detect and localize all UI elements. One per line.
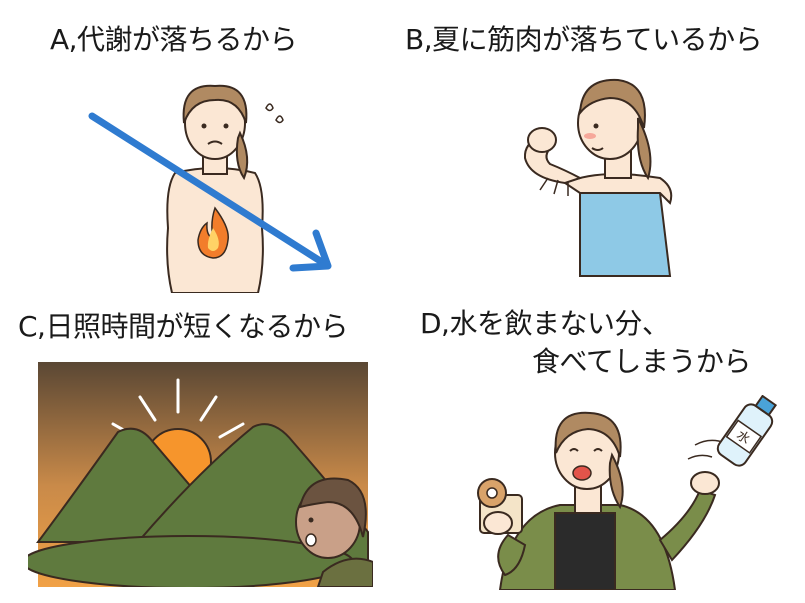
- woman-shoulder: [316, 557, 373, 587]
- woman-hair: [554, 411, 622, 458]
- woman-hair: [298, 477, 367, 538]
- woman-hair: [182, 84, 248, 124]
- black-top: [554, 512, 616, 590]
- caption-c: C,日照時間が短くなるから: [18, 310, 348, 343]
- illustration-eating: 水: [477, 395, 778, 590]
- down-arrow: [88, 112, 329, 268]
- water-bottle-icon: 水: [716, 395, 778, 467]
- caption-d-line1: D,水を飲まない分、: [420, 307, 670, 340]
- illustration-metabolism: [88, 84, 332, 293]
- woman-hair: [578, 78, 646, 129]
- caption-b: B,夏に筋肉が落ちているから: [405, 23, 763, 56]
- right-arm: [658, 488, 717, 562]
- illustration-muscle: [523, 78, 673, 277]
- left-arm: [497, 533, 527, 577]
- caption-d: D,水を飲まない分、 食べてしまうから: [420, 305, 751, 381]
- sweat-drops: [265, 103, 284, 124]
- illustration-sunset: [28, 362, 373, 587]
- caption-d-line2: 食べてしまうから: [532, 345, 751, 378]
- caption-a: A,代謝が落ちるから: [50, 23, 298, 56]
- tank-top: [579, 192, 672, 277]
